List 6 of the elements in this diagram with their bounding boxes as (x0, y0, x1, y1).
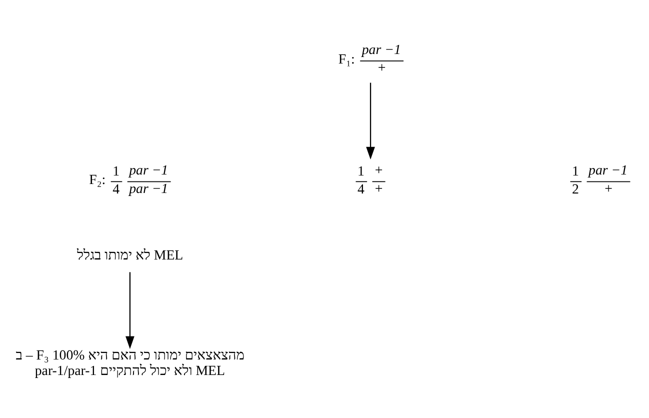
node-text: 1 4 + + (358, 164, 384, 198)
arrow (126, 272, 134, 349)
node-text: לא ימותו בגלל MEL (76, 248, 184, 264)
node-text: ב – F₃ 100% מהצאצאים ימותו כי האם היא par-1/par-1 ולא יכול להתקיים MEL (16, 348, 245, 380)
arrow (366, 82, 375, 160)
node-text: 1 2 par −1 + (572, 164, 628, 198)
